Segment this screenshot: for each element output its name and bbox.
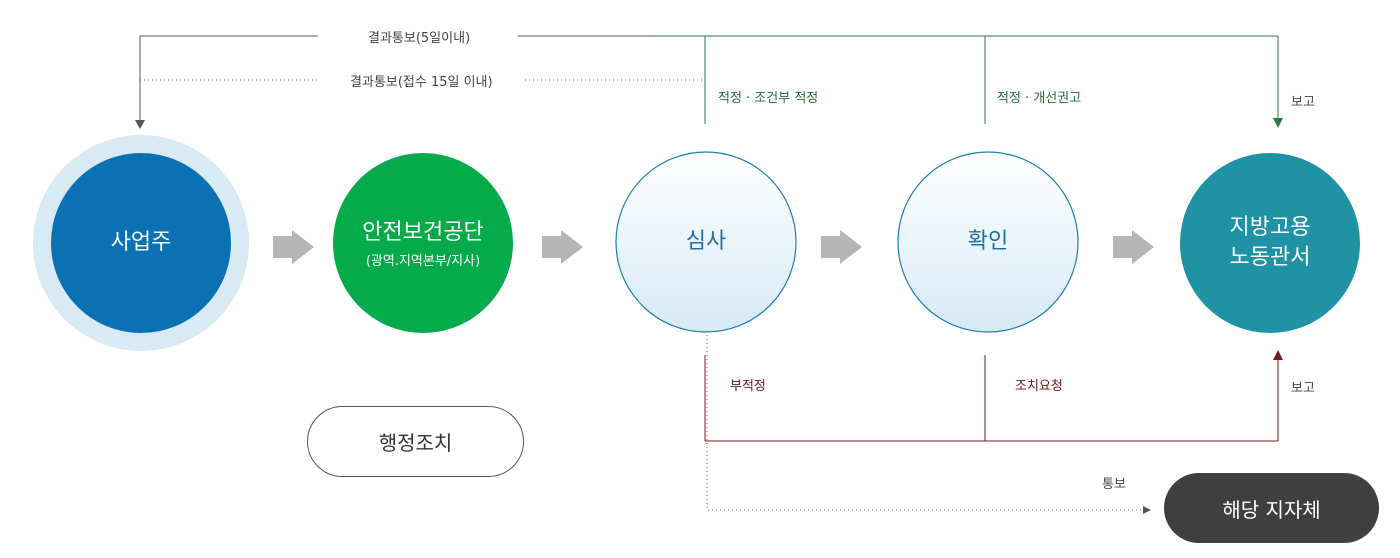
agency-title: 안전보건공단	[362, 219, 484, 245]
agency-node: 안전보건공단 (광역.지역본부/지사)	[333, 153, 513, 333]
local-gov-label: 해당 지자체	[1222, 497, 1321, 522]
flow-arrow-1	[273, 230, 314, 264]
flow-arrow-3	[821, 230, 862, 264]
labor-office-node: 지방고용 노동관서	[1180, 153, 1360, 333]
admin-action-box: 행정조치	[307, 406, 524, 477]
action-request-label: 조치요청	[1015, 379, 1063, 394]
employer-node: 사업주	[33, 135, 249, 351]
confirm-node: 확인	[898, 152, 1078, 332]
flow-arrow-4	[1113, 230, 1154, 264]
review-label: 심사	[685, 229, 727, 254]
notify-line	[706, 335, 1151, 514]
confirm-label: 확인	[967, 229, 1009, 254]
report-label-top: 보고	[1291, 95, 1315, 110]
result-notice-label-1: 결과통보(5일이내)	[368, 31, 471, 46]
confirm-circle-bg	[897, 151, 1079, 333]
review-circle-bg	[615, 151, 797, 333]
employer-circle: 사업주	[51, 153, 231, 333]
report-label-bottom: 보고	[1291, 381, 1315, 396]
labor-office-label-1: 지방고용	[1229, 215, 1311, 240]
report-up-line	[704, 350, 1283, 442]
local-gov-box: 해당 지자체	[1164, 473, 1379, 543]
unfit-label: 부적정	[730, 379, 766, 394]
employer-label: 사업주	[110, 230, 172, 255]
agency-subtitle: (광역.지역본부/지사)	[365, 253, 481, 269]
report-down-arrow	[1273, 36, 1283, 128]
labor-office-label-2: 노동관서	[1229, 245, 1311, 270]
flow-arrow-2	[542, 230, 583, 264]
result-notice-label-2: 결과통보(접수 15일 이내)	[350, 75, 493, 90]
confirm-result-label: 적정 · 개선권고	[997, 91, 1082, 106]
notify-label: 통보	[1102, 477, 1126, 492]
review-result-label: 적정 · 조건부 적정	[718, 91, 819, 106]
admin-action-label: 행정조치	[378, 431, 453, 455]
review-node: 심사	[616, 152, 796, 332]
result-notice-line-1	[135, 35, 1278, 129]
